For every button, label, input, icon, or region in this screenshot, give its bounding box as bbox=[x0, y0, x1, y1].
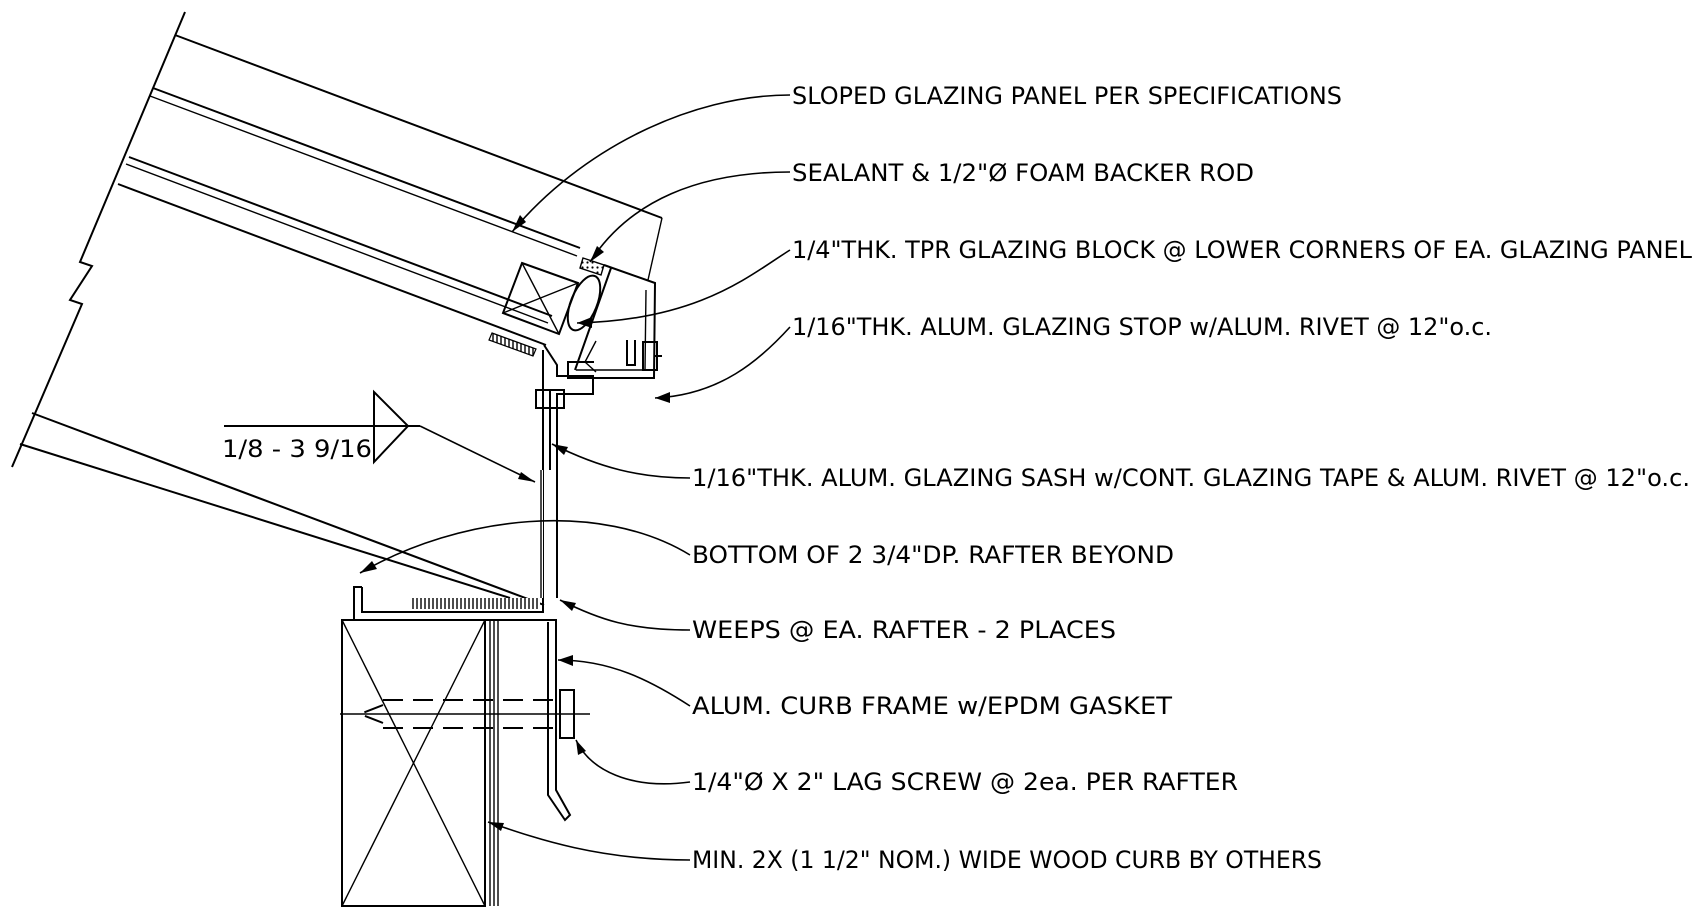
callout-sealant: SEALANT & 1/2"Ø FOAM BACKER ROD bbox=[792, 159, 1254, 187]
callout-weeps: WEEPS @ EA. RAFTER - 2 PLACES bbox=[692, 616, 1116, 644]
break-line bbox=[11, 11, 186, 468]
wood-curb bbox=[341, 619, 499, 907]
rafter-beyond bbox=[19, 412, 545, 606]
lag-screw bbox=[340, 689, 590, 739]
callout-curb-frame: ALUM. CURB FRAME w/EPDM GASKET bbox=[692, 692, 1172, 720]
glazing-block bbox=[501, 261, 580, 336]
callout-glazing-stop: 1/16"THK. ALUM. GLAZING STOP w/ALUM. RIV… bbox=[792, 313, 1492, 341]
leaders bbox=[359, 94, 791, 861]
callout-glazing-sash: 1/16"THK. ALUM. GLAZING SASH w/CONT. GLA… bbox=[692, 464, 1690, 492]
glazing-stop bbox=[567, 264, 662, 379]
callout-glazing-panel: SLOPED GLAZING PANEL PER SPECIFICATIONS bbox=[792, 82, 1342, 110]
slope-tag bbox=[224, 389, 536, 483]
callout-rafter-bottom: BOTTOM OF 2 3/4"DP. RAFTER BEYOND bbox=[692, 541, 1174, 569]
curb-frame bbox=[353, 586, 572, 822]
callout-glazing-block: 1/4"THK. TPR GLAZING BLOCK @ LOWER CORNE… bbox=[792, 236, 1693, 264]
glazing-tape bbox=[488, 332, 537, 357]
slope-tag-text: 1/8 - 3 9/16 bbox=[222, 435, 372, 463]
glazing-sash bbox=[535, 344, 594, 598]
glazing-panel bbox=[117, 34, 663, 346]
callout-lag-screw: 1/4"Ø X 2" LAG SCREW @ 2ea. PER RAFTER bbox=[692, 768, 1238, 796]
callout-wood-curb: MIN. 2X (1 1/2" NOM.) WIDE WOOD CURB BY … bbox=[692, 846, 1322, 874]
